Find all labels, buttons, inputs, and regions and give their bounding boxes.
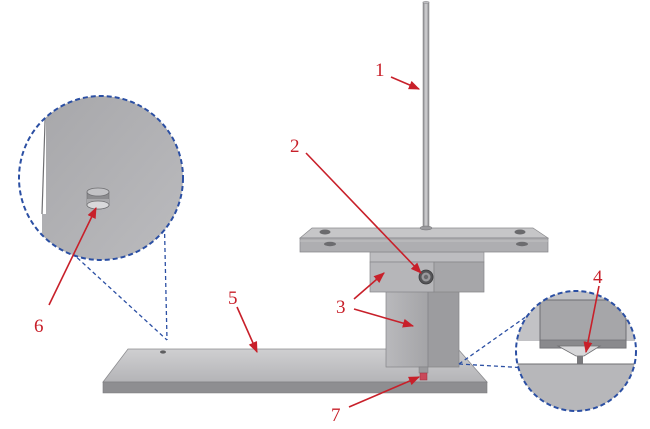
- zoom-detail-right: [458, 290, 637, 412]
- top-plate: [299, 227, 550, 253]
- top-plate-hole: [319, 229, 331, 235]
- arrow-rod: [390, 76, 421, 90]
- callout-label-5: 5: [228, 288, 238, 309]
- arrow-screw: [305, 152, 422, 274]
- arrow-base-plate: [236, 306, 258, 354]
- zoom-circle-outline: [18, 95, 184, 261]
- arrow-pin: [48, 206, 97, 306]
- probe-tip: [418, 366, 429, 381]
- callout-label-6: 6: [34, 316, 44, 337]
- annotation-arrows: [48, 76, 600, 408]
- arrow-probe-tip: [348, 376, 421, 408]
- top-plate-hole: [514, 229, 526, 235]
- callout-label-7: 7: [331, 405, 341, 426]
- zoom-connector-line: [458, 363, 529, 369]
- lower-block: [385, 289, 460, 368]
- arrow-block-upper: [353, 272, 385, 300]
- base-plate-hole: [160, 350, 166, 354]
- callout-label-3: 3: [336, 297, 346, 318]
- arrow-block-lower: [353, 308, 415, 328]
- callout-label-1: 1: [375, 60, 385, 81]
- callout-label-4: 4: [593, 267, 603, 288]
- top-plate-hole: [324, 241, 336, 247]
- callout-label-2: 2: [290, 136, 300, 157]
- zoom-circle-outline: [515, 290, 637, 412]
- arrow-tip-detail: [583, 285, 600, 354]
- rod: [419, 1, 433, 231]
- top-plate-hole: [516, 241, 528, 247]
- zoom-detail-left: [18, 95, 184, 341]
- screw: [418, 269, 434, 285]
